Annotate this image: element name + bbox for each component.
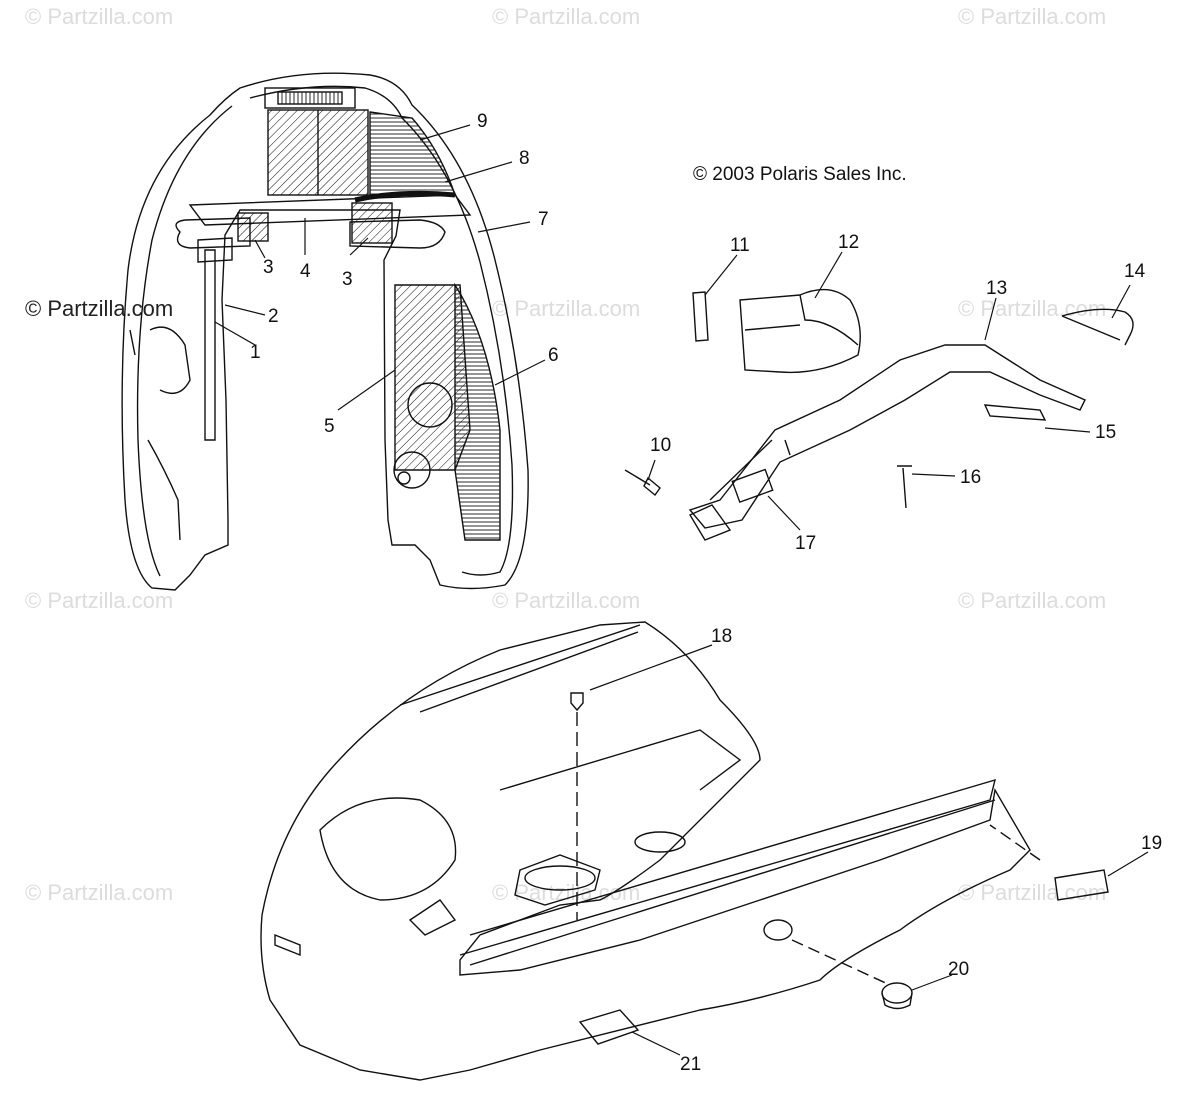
watermark: © Partzilla.com [25,296,174,321]
hood-underside-illustration [121,72,529,591]
watermark: © Partzilla.com [958,588,1107,613]
callout-8: 8 [519,148,530,169]
callout-11: 11 [730,235,750,256]
callout-3: 3 [263,257,274,278]
watermark: © Partzilla.com [25,880,174,905]
callout-5: 5 [324,416,335,437]
callout-4: 4 [300,261,311,282]
small-parts-illustration [624,288,1134,541]
watermark: © Partzilla.com [492,4,641,29]
callout-14: 14 [1124,261,1146,282]
callout-20: 20 [948,959,970,980]
hood-side-illustration [260,621,1109,1081]
callout-17: 17 [795,533,817,554]
watermark: © Partzilla.com [958,880,1107,905]
watermark: © Partzilla.com [958,296,1107,321]
callout-18: 18 [711,626,733,647]
watermark: © Partzilla.com [958,4,1107,29]
callout-10: 10 [650,435,672,456]
callout-15: 15 [1095,422,1117,443]
watermark: © Partzilla.com [492,296,641,321]
callout-2: 2 [268,306,279,327]
copyright-notice: © 2003 Polaris Sales Inc. [693,164,907,185]
watermark: © Partzilla.com [492,588,641,613]
callout-1: 1 [250,342,261,363]
callout-6: 6 [548,345,559,366]
callout-16: 16 [960,467,982,488]
callout-21: 21 [680,1054,702,1075]
watermark: © Partzilla.com [25,4,174,29]
callout-13: 13 [986,278,1008,299]
watermark: © Partzilla.com [25,588,174,613]
callout-19: 19 [1141,833,1163,854]
leader-lines [214,124,1149,1056]
callout-7: 7 [538,209,549,230]
callout-12: 12 [838,232,860,253]
callout-3-right: 3 [342,269,353,290]
callout-9: 9 [477,111,488,132]
